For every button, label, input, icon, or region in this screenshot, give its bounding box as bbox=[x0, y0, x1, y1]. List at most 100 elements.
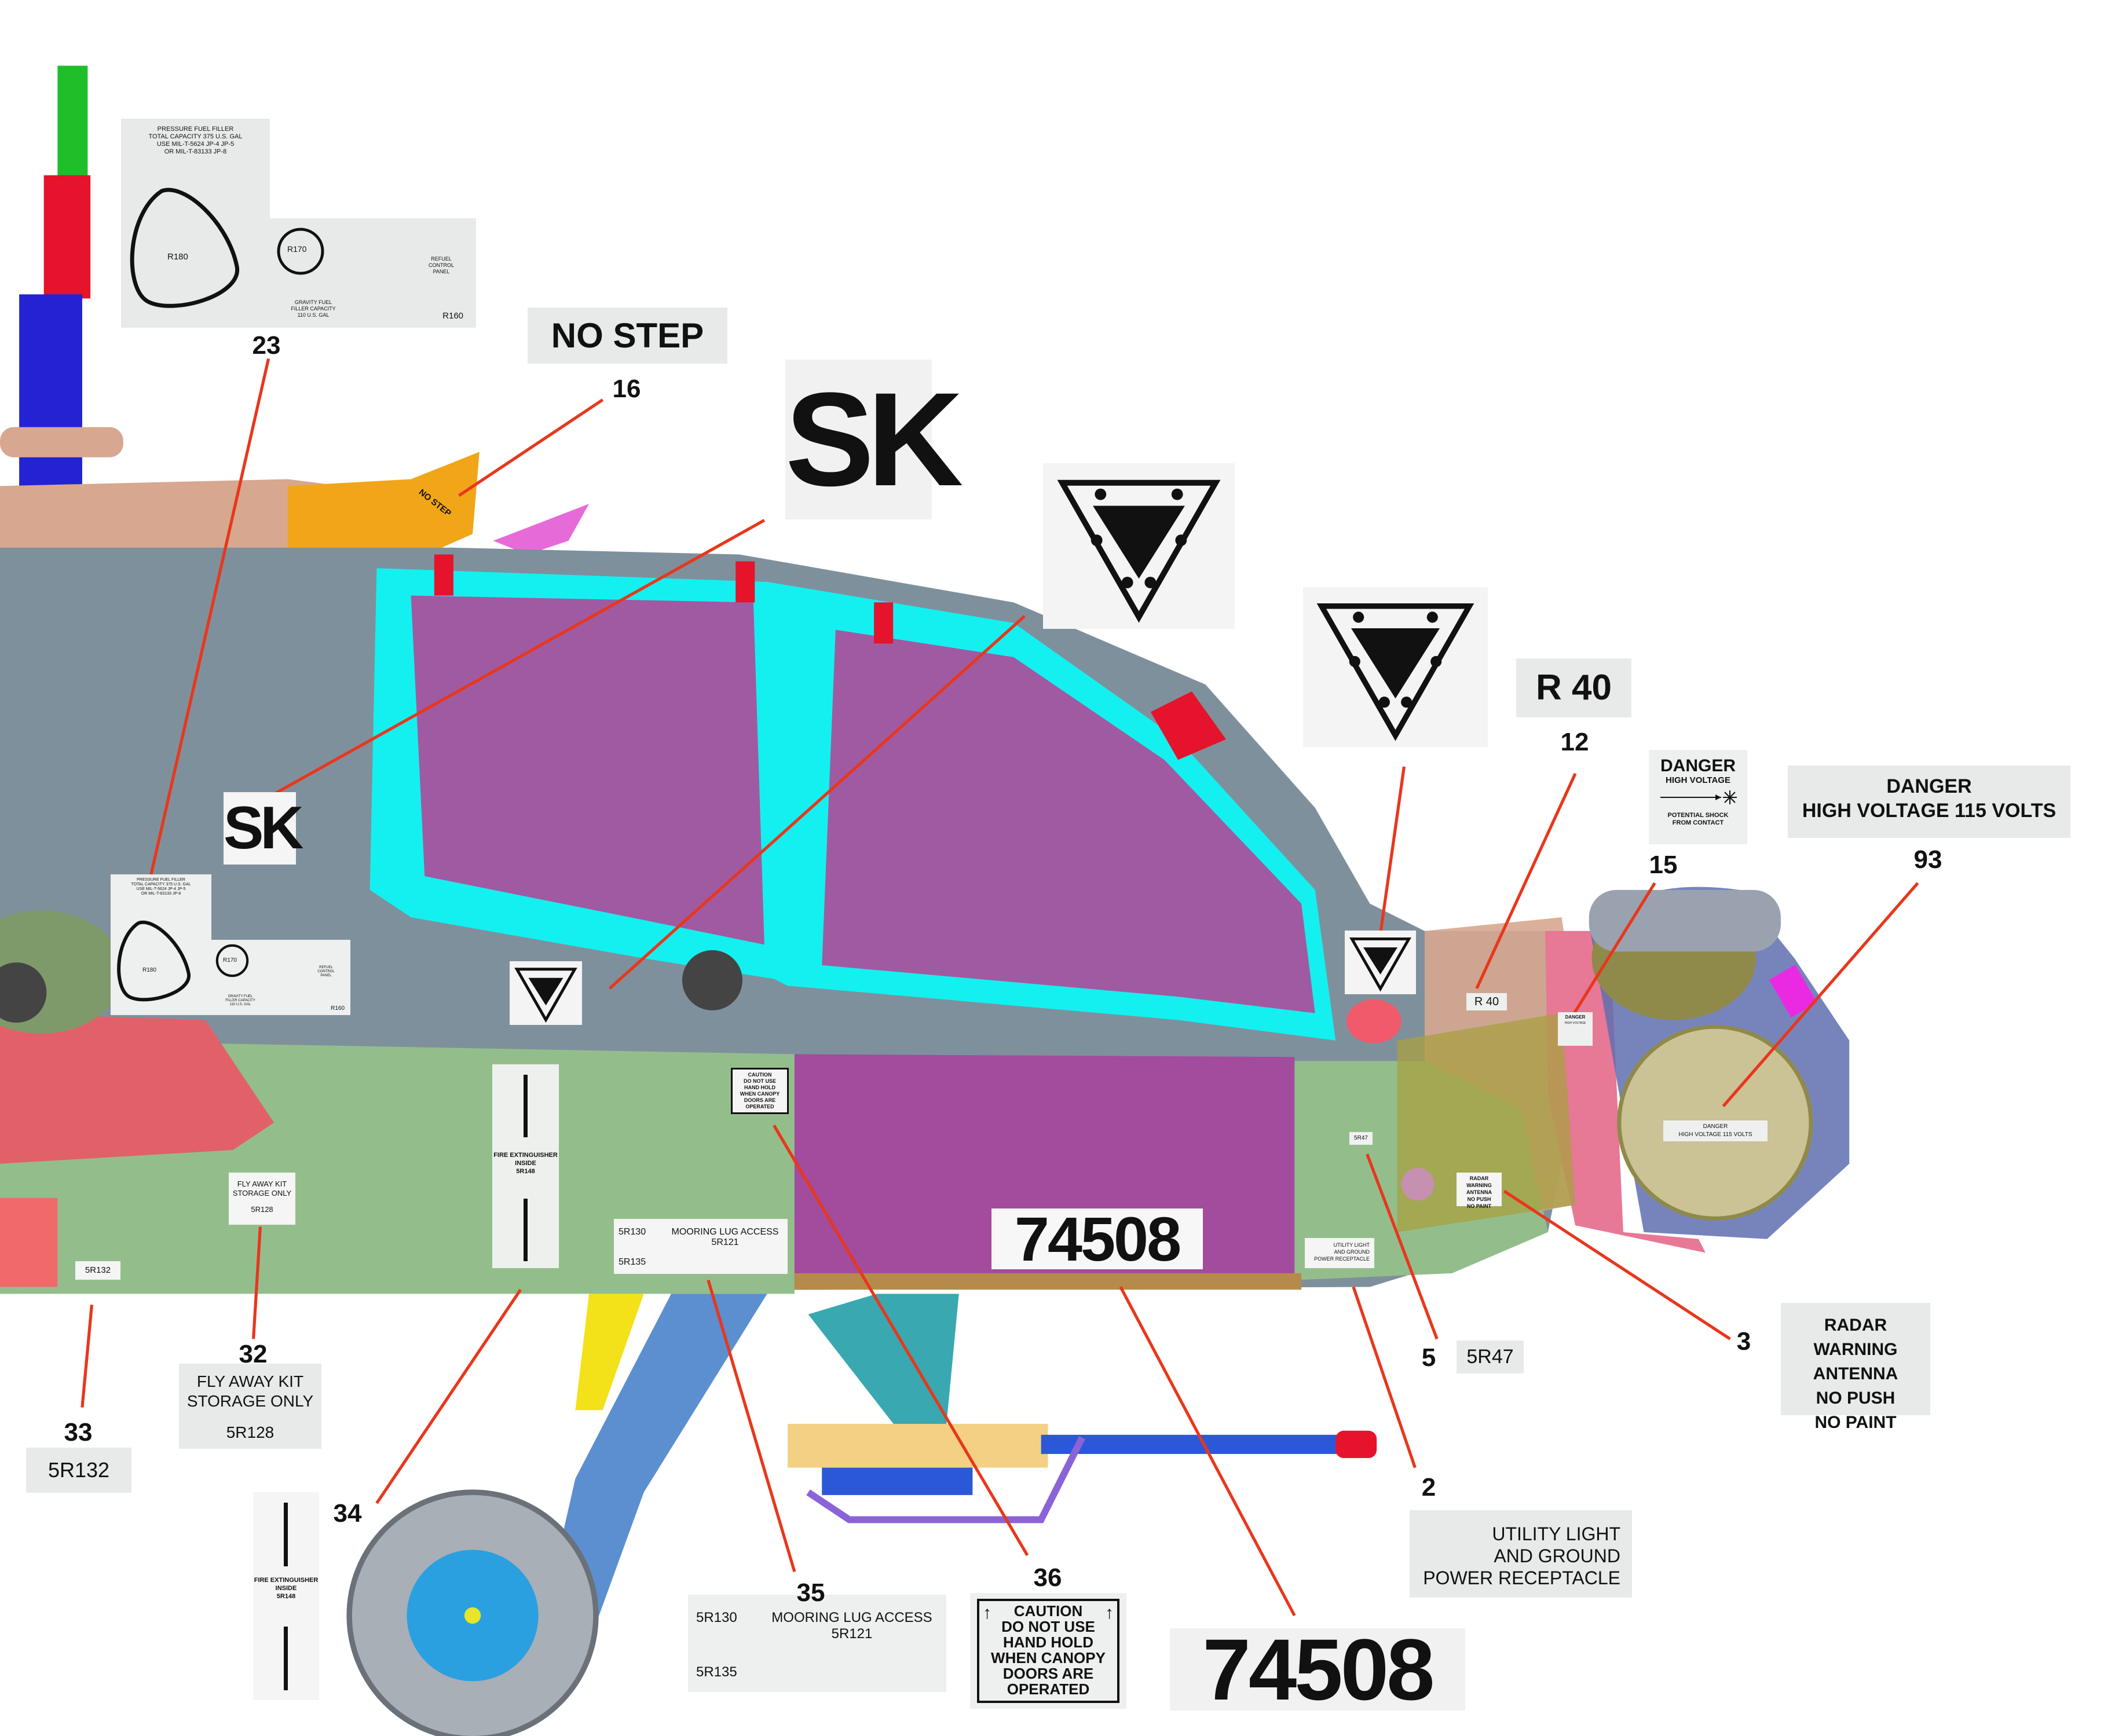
radar-warning-decal: RADAR WARNING ANTENNA NO PUSH NO PAINT bbox=[1781, 1303, 1930, 1432]
gravity-line1: GRAVITY FUEL bbox=[294, 299, 332, 305]
callout-16: 16 bbox=[612, 375, 641, 403]
fire-bar-bottom bbox=[284, 1627, 288, 1690]
nose-light bbox=[1346, 999, 1402, 1043]
callout-35: 35 bbox=[796, 1578, 825, 1607]
callout-2: 2 bbox=[1421, 1473, 1436, 1501]
fuel-decal-line4: OR MIL-T-83133 JP-8 bbox=[164, 148, 227, 155]
flyaway-body-l3: 5R128 bbox=[251, 1205, 273, 1214]
hand-hold-knob bbox=[682, 950, 743, 1010]
lightning-arrow-icon bbox=[1660, 790, 1737, 804]
mast-blue bbox=[19, 294, 82, 500]
danger-small-line3: POTENTIAL SHOCK bbox=[1667, 812, 1729, 819]
mooring-r135: 5R135 bbox=[696, 1664, 737, 1680]
gravity-filler-circle-icon bbox=[277, 228, 324, 275]
radar-body-l1: RADAR WARNING bbox=[1466, 1175, 1492, 1188]
mooring-title: MOORING LUG ACCESS bbox=[771, 1610, 932, 1625]
caution-body-l5: DOORS ARE bbox=[744, 1097, 776, 1103]
gravity-filler-small-icon bbox=[215, 944, 249, 977]
fire-body-l2: INSIDE bbox=[515, 1160, 536, 1167]
utility-l3: POWER RECEPTACLE bbox=[1423, 1567, 1620, 1588]
danger-wide-body-title: DANGER bbox=[1703, 1123, 1728, 1130]
rescue-triangle-decal-2 bbox=[1303, 587, 1488, 747]
fuel-small-r160: R160 bbox=[331, 1005, 345, 1012]
caution-l5: DOORS ARE bbox=[1002, 1665, 1094, 1682]
flyaway-l1: FLY AWAY KIT bbox=[196, 1372, 304, 1390]
rescue-triangle-small-1 bbox=[510, 961, 582, 1025]
nose-port bbox=[1401, 1167, 1435, 1201]
fuel-small-r170: R170 bbox=[223, 957, 237, 964]
callout-15: 15 bbox=[1649, 851, 1678, 879]
radar-l3: NO PUSH bbox=[1816, 1389, 1896, 1408]
r40-decal: R 40 bbox=[1516, 658, 1631, 717]
caution-up-arrow-right-icon: ↑ bbox=[1105, 1603, 1114, 1623]
gun-turret-mount bbox=[808, 1294, 959, 1438]
flyaway-l3: 5R128 bbox=[226, 1423, 275, 1441]
sensor-mount bbox=[1545, 931, 1706, 1253]
caution-on-body: CAUTION DO NOT USE HAND HOLD WHEN CANOPY… bbox=[731, 1068, 789, 1114]
radar-l4: NO PAINT bbox=[1814, 1413, 1897, 1432]
gravity-small-line1: GRAVITY FUEL bbox=[228, 995, 253, 998]
fuel-filler-decal-large: PRESSURE FUEL FILLER TOTAL CAPACITY 375 … bbox=[121, 119, 270, 328]
radar-on-body: RADAR WARNING ANTENNA NO PUSH NO PAINT bbox=[1457, 1173, 1502, 1209]
callout-34: 34 bbox=[333, 1499, 362, 1528]
callout-23: 23 bbox=[252, 331, 281, 360]
caution-up-arrow-left-icon: ↑ bbox=[983, 1603, 991, 1623]
canopy-glass-front bbox=[411, 595, 764, 945]
refuel-small-line1: REFUEL bbox=[319, 966, 333, 969]
danger-wide-body-sub: HIGH VOLTAGE 115 VOLTS bbox=[1678, 1131, 1752, 1138]
gravity-line2: FILLER CAPACITY bbox=[291, 306, 336, 312]
caution-l4: WHEN CANOPY bbox=[991, 1649, 1106, 1667]
fuel-r170-label: R170 bbox=[287, 244, 307, 254]
gun-feed bbox=[822, 1467, 973, 1495]
nose-bay bbox=[1397, 1013, 1576, 1232]
fuel-filler-decal-small: PRESSURE FUEL FILLER TOTAL CAPACITY 375 … bbox=[111, 874, 211, 1015]
mooring-on-body: 5R130 MOORING LUG ACCESS 5R121 5R135 bbox=[614, 1219, 788, 1274]
leader-lines bbox=[80, 358, 1919, 1617]
danger-115-volts-decal: DANGER HIGH VOLTAGE 115 VOLTS bbox=[1788, 766, 2070, 838]
danger-high-voltage-decal-small: DANGER HIGH VOLTAGE POTENTIAL SHOCK FROM… bbox=[1649, 750, 1747, 844]
fire-extinguisher-on-body: FIRE EXTINGUISHER INSIDE 5R148 bbox=[492, 1064, 559, 1268]
radar-body-l4: NO PAINT bbox=[1466, 1203, 1492, 1209]
5r132-decal: 5R132 bbox=[26, 1448, 131, 1493]
utility-l1: UTILITY LIGHT bbox=[1492, 1523, 1620, 1544]
gun-frame bbox=[806, 1435, 1085, 1523]
flyaway-body-l2: STORAGE ONLY bbox=[232, 1189, 292, 1197]
fire-l1: FIRE EXTINGUISHER bbox=[254, 1577, 319, 1584]
mooring-r121: 5R121 bbox=[831, 1626, 873, 1642]
wheel-axle bbox=[464, 1607, 481, 1624]
utility-body-l2: AND GROUND bbox=[1334, 1249, 1370, 1255]
mooring-body-r135: 5R135 bbox=[619, 1257, 646, 1267]
fuel-decal-line2: TOTAL CAPACITY 375 U.S. GAL bbox=[148, 133, 243, 140]
canopy-glass-rear bbox=[822, 629, 1315, 1013]
utility-on-body: UTILITY LIGHT AND GROUND POWER RECEPTACL… bbox=[1305, 1238, 1374, 1268]
sk-decal-small: SK bbox=[224, 792, 303, 865]
callout-93: 93 bbox=[1913, 845, 1942, 874]
serial-number-decal: 74508 bbox=[1170, 1626, 1465, 1713]
gear-strut-yellow bbox=[575, 1294, 644, 1411]
refuel-small-line3: PANEL bbox=[320, 974, 332, 977]
caution-l2: DO NOT USE bbox=[1001, 1618, 1095, 1635]
canopy-clip bbox=[434, 554, 453, 596]
fuel-small-r180: R180 bbox=[142, 967, 156, 973]
fuel-small-line4: OR MIL-T-83133 JP-8 bbox=[141, 892, 181, 896]
fuel-filler-outline-small-icon bbox=[117, 920, 191, 1002]
fire-extinguisher-decal: FIRE EXTINGUISHER INSIDE 5R148 bbox=[253, 1492, 319, 1700]
fly-away-kit-on-body: FLY AWAY KIT STORAGE ONLY 5R128 bbox=[229, 1173, 295, 1225]
sensor-top bbox=[1589, 889, 1781, 952]
danger-wide-title: DANGER bbox=[1886, 775, 1972, 797]
caution-body-l6: OPERATED bbox=[745, 1104, 774, 1109]
caution-body-l1: CAUTION bbox=[748, 1072, 772, 1078]
callout-3: 3 bbox=[1736, 1327, 1751, 1356]
gun-cradle bbox=[788, 1423, 1048, 1468]
utility-body-l1: UTILITY LIGHT bbox=[1333, 1242, 1370, 1248]
rescue-triangle-icon bbox=[1349, 937, 1411, 992]
radar-body-l2: ANTENNA bbox=[1466, 1189, 1492, 1195]
mooring-body-r121: 5R121 bbox=[711, 1237, 739, 1247]
barrel-tip bbox=[1335, 1430, 1377, 1459]
intake-center bbox=[0, 962, 47, 1023]
gravity-small-line3: 110 U.S. GAL bbox=[229, 1003, 251, 1006]
caution-body-l3: HAND HOLD bbox=[744, 1085, 775, 1090]
caution-l6: OPERATED bbox=[1007, 1680, 1090, 1698]
